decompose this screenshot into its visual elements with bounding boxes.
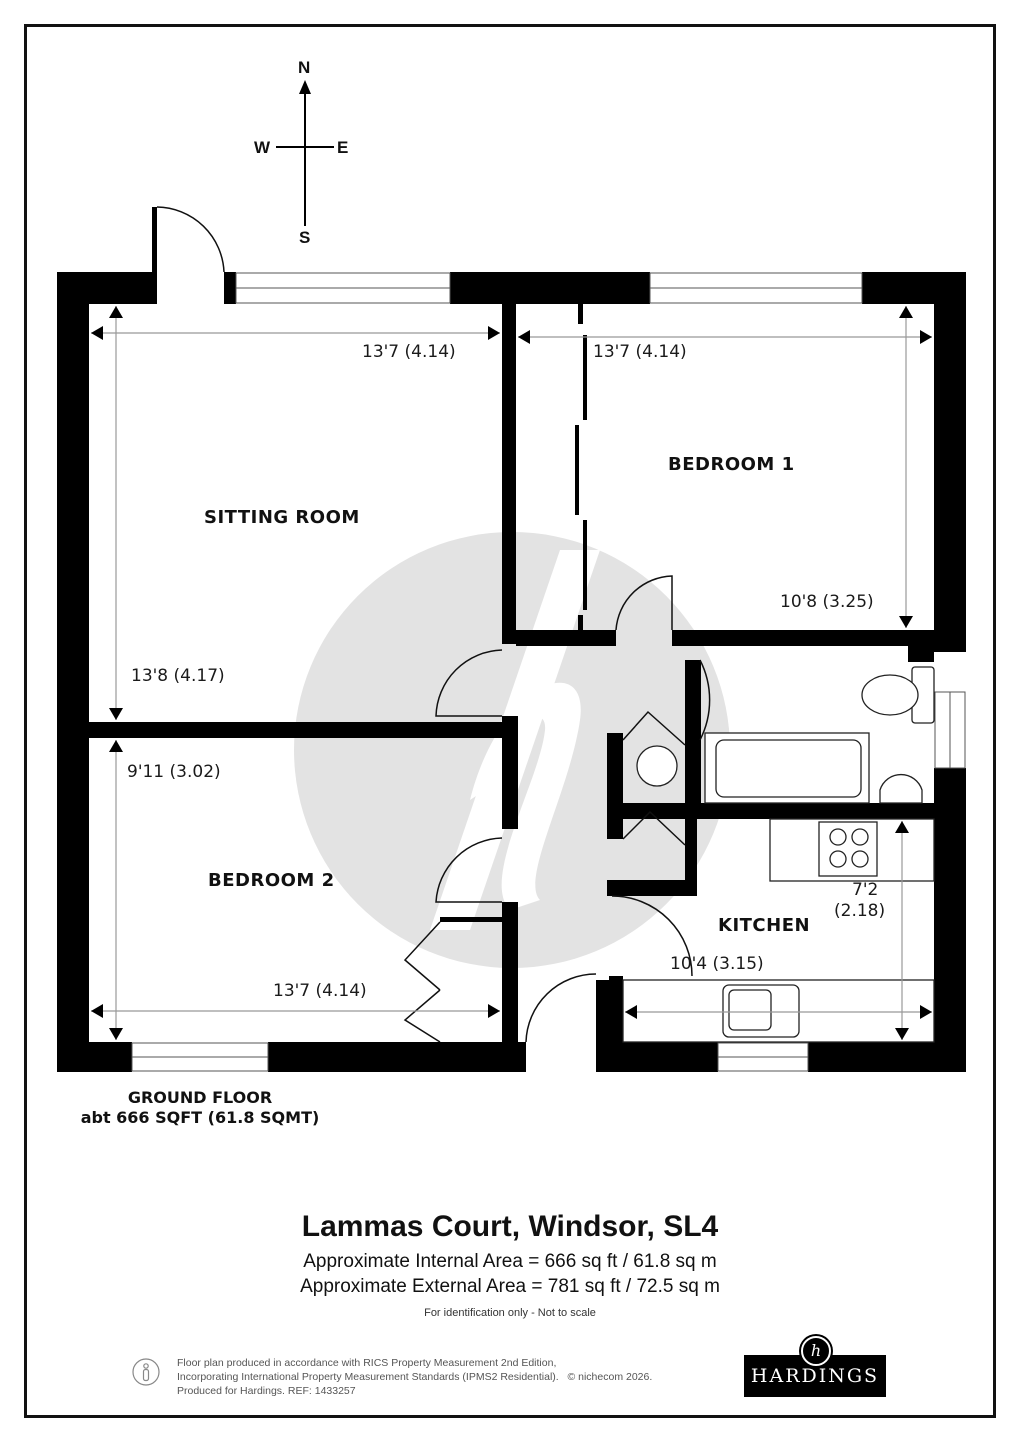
dimension-bedroom-1-length: 10'8 (3.25) xyxy=(780,592,874,612)
external-area: Approximate External Area = 781 sq ft / … xyxy=(300,1276,720,1297)
compass-north: N xyxy=(298,58,311,77)
dimension-bedroom-2-length: 9'11 (3.02) xyxy=(127,762,221,782)
footer-line-1: Floor plan produced in accordance with R… xyxy=(177,1357,557,1369)
dimension-kitchen-length-ft: 7'2 xyxy=(852,880,879,900)
compass-rose-icon xyxy=(276,80,334,226)
dimension-bedroom-1-width: 13'7 (4.14) xyxy=(593,342,687,362)
compass-south: S xyxy=(299,228,311,247)
dimension-kitchen-length-m: (2.18) xyxy=(834,901,886,921)
wardrobe-sliding-doors xyxy=(575,304,587,635)
floor-area: abt 666 SQFT (61.8 SQMT) xyxy=(80,1108,320,1127)
person-info-icon xyxy=(132,1358,160,1386)
compass-west: W xyxy=(254,138,271,157)
dimension-lines xyxy=(91,306,932,1040)
dimension-sitting-room-width: 13'7 (4.14) xyxy=(362,342,456,362)
floor-name: GROUND FLOOR xyxy=(127,1088,273,1107)
hardings-monogram-icon: h xyxy=(801,1336,831,1366)
room-label-bedroom-1: BEDROOM 1 xyxy=(668,454,795,475)
brand-name: HARDINGS xyxy=(750,1365,880,1387)
floor-label: GROUND FLOOR abt 666 SQFT (61.8 SQMT) xyxy=(50,1088,350,1128)
dimension-bedroom-2-width: 13'7 (4.14) xyxy=(273,981,367,1001)
walls xyxy=(57,207,966,1072)
fixtures xyxy=(622,666,935,1043)
compass-east: E xyxy=(337,138,349,157)
internal-area: Approximate Internal Area = 666 sq ft / … xyxy=(303,1251,717,1272)
property-title: Lammas Court, Windsor, SL4 xyxy=(301,1210,719,1243)
windows xyxy=(131,272,966,1072)
footer-line-3: Produced for Hardings. REF: 1433257 xyxy=(177,1385,356,1397)
page-border xyxy=(24,24,996,1418)
disclaimer: For identification only - Not to scale xyxy=(424,1307,596,1319)
room-label-bedroom-2: BEDROOM 2 xyxy=(208,870,335,891)
room-label-kitchen: KITCHEN xyxy=(718,915,811,936)
footer-line-2: Incorporating International Property Mea… xyxy=(177,1371,653,1383)
boiler-icon xyxy=(636,745,678,787)
copyright: © nichecom 2026. xyxy=(567,1371,653,1383)
room-label-sitting-room: SITTING ROOM xyxy=(204,507,360,528)
dimension-kitchen-width: 10'4 (3.15) xyxy=(670,954,764,974)
basin-icon xyxy=(879,773,923,804)
footer-text: Floor plan produced in accordance with R… xyxy=(177,1356,652,1398)
door-swings xyxy=(156,206,711,1043)
dimension-sitting-room-length: 13'8 (4.17) xyxy=(131,666,225,686)
hob-icon xyxy=(818,821,878,877)
dimension-arrows xyxy=(91,306,932,1040)
